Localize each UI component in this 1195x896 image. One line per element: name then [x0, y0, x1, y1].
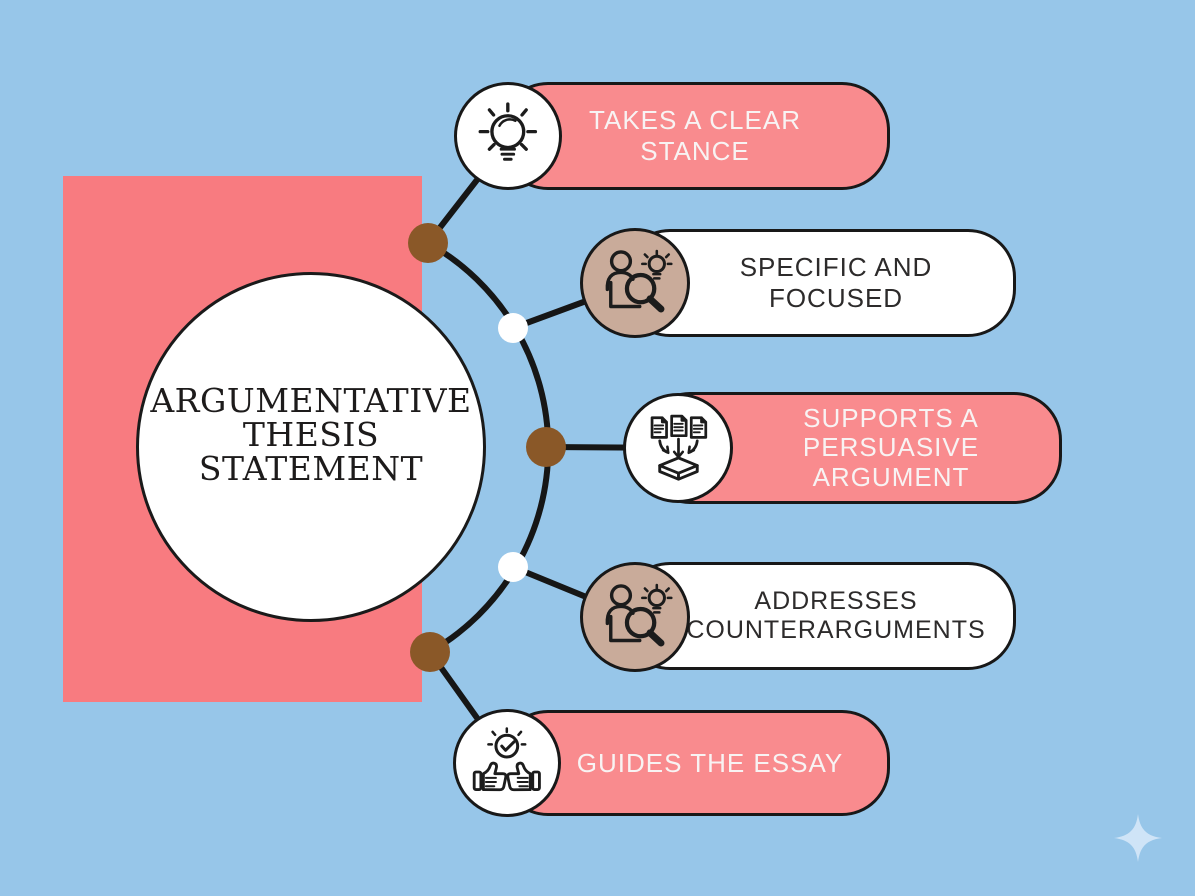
branch-label-line: SUPPORTS A	[803, 403, 979, 434]
branch-label-line: ARGUMENT	[812, 461, 970, 492]
thumbs-up-check-icon	[453, 709, 561, 817]
branch-pill-takes-a-clear-stance: TAKES A CLEAR STANCE	[500, 82, 890, 190]
person-magnifier-idea-icon	[580, 228, 690, 338]
branch-label: SPECIFIC AND FOCUSED	[740, 252, 933, 313]
sparkle-icon	[1114, 814, 1162, 862]
central-title-line: THESIS	[242, 414, 380, 454]
brown-node-dot	[526, 427, 566, 467]
branch-label: GUIDES THE ESSAY	[577, 748, 843, 779]
branch-label: TAKES A CLEAR STANCE	[589, 105, 801, 166]
branch-label-line: FOCUSED	[768, 283, 904, 313]
branch-label-line: ADDRESSES	[754, 586, 918, 615]
branch-label-line: GUIDES THE ESSAY	[576, 747, 844, 778]
central-topic-circle: ARGUMENTATIVE THESIS STATEMENT	[136, 272, 486, 622]
person-magnifier-idea-icon	[580, 562, 690, 672]
white-node-dot	[498, 313, 528, 343]
branch-label: SUPPORTS A PERSUASIVE ARGUMENT	[803, 404, 979, 491]
white-node-dot	[498, 552, 528, 582]
central-title-line: ARGUMENTATIVE	[150, 380, 472, 420]
branch-label-line: STANCE	[640, 136, 750, 166]
documents-to-box-icon	[623, 393, 733, 503]
central-title-line: STATEMENT	[198, 449, 424, 489]
branch-label: ADDRESSES COUNTERARGUMENTS	[686, 587, 985, 646]
branch-label-line: SPECIFIC AND	[739, 252, 933, 283]
branch-label-line: TAKES A CLEAR	[589, 105, 801, 136]
branch-label-line: PERSUASIVE	[802, 432, 980, 463]
branch-pill-guides-the-essay: GUIDES THE ESSAY	[500, 710, 890, 816]
branch-label-line: COUNTERARGUMENTS	[686, 616, 986, 644]
lightbulb-icon	[454, 82, 562, 190]
central-topic-title: ARGUMENTATIVE THESIS STATEMENT	[150, 380, 472, 489]
